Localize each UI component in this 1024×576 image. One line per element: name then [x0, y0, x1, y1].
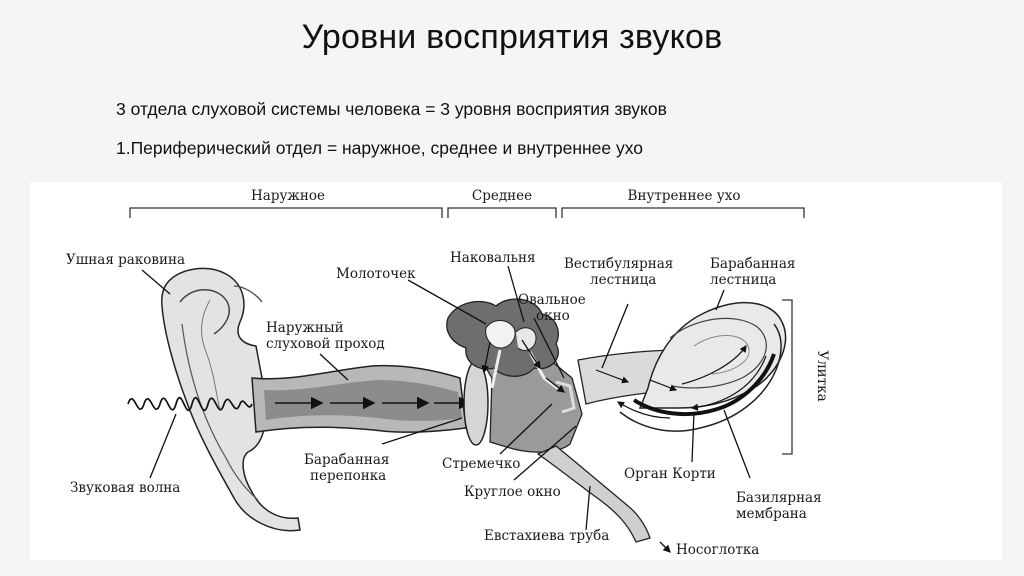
- label-section-outer: Наружное: [251, 188, 325, 204]
- bracket-middle: [447, 207, 557, 218]
- label-section-inner: Внутреннее ухо: [628, 188, 741, 204]
- label-section-middle: Среднее: [472, 188, 532, 204]
- label-nasopharynx: Носоглотка: [676, 542, 759, 558]
- label-ear-canal-1: Наружный: [266, 320, 344, 336]
- subtitle-levels: 3 отдела слуховой системы человека = 3 у…: [116, 99, 667, 119]
- label-sound-wave: Звуковая волна: [70, 480, 180, 496]
- sound-wave: [127, 396, 253, 412]
- eardrum-shape: [463, 360, 489, 446]
- ear-diagram-svg: Наружное Среднее Внутреннее ухо Ушная ра…: [66, 188, 830, 558]
- label-eardrum-1: Барабанная: [304, 452, 389, 468]
- label-oval-window-1: Овальное: [518, 292, 586, 308]
- ear-canal: [251, 364, 472, 433]
- label-scala-tympani-1: Барабанная: [710, 256, 795, 272]
- label-cochlea: Улитка: [814, 350, 830, 401]
- ear-anatomy-diagram: Наружное Среднее Внутреннее ухо Ушная ра…: [30, 182, 1002, 560]
- label-round-window: Круглое окно: [464, 484, 561, 500]
- label-oval-window-2: окно: [536, 308, 570, 324]
- cochlea-shape: [577, 301, 787, 432]
- label-eustachian-tube: Евстахиева труба: [484, 528, 609, 544]
- section-brackets: [129, 207, 805, 455]
- label-organ-of-corti: Орган Корти: [624, 466, 716, 482]
- bracket-outer: [129, 207, 443, 218]
- label-basilar-1: Базилярная: [736, 490, 822, 506]
- slide-title: Уровни восприятия звуков: [301, 18, 723, 56]
- label-scala-vestibuli-2: лестница: [590, 272, 656, 288]
- label-scala-tympani-2: лестница: [710, 272, 776, 288]
- pinna-shape: [161, 267, 301, 532]
- leader-lines: [141, 265, 751, 553]
- label-scala-vestibuli-1: Вестибулярная: [564, 256, 673, 272]
- label-eardrum-2: перепонка: [310, 468, 386, 484]
- eustachian-tube-shape: [536, 445, 651, 543]
- label-malleus: Молоточек: [336, 266, 416, 282]
- bracket-cochlea: [782, 299, 793, 455]
- subtitle-peripheral: 1.Периферический отдел = наружное, средн…: [116, 138, 644, 158]
- label-pinna: Ушная раковина: [66, 252, 185, 268]
- label-ear-canal-2: слуховой проход: [266, 336, 385, 352]
- label-stapes: Стремечко: [442, 456, 520, 472]
- bracket-inner: [561, 207, 805, 218]
- label-incus: Наковальня: [450, 250, 535, 266]
- label-basilar-2: мембрана: [736, 506, 807, 522]
